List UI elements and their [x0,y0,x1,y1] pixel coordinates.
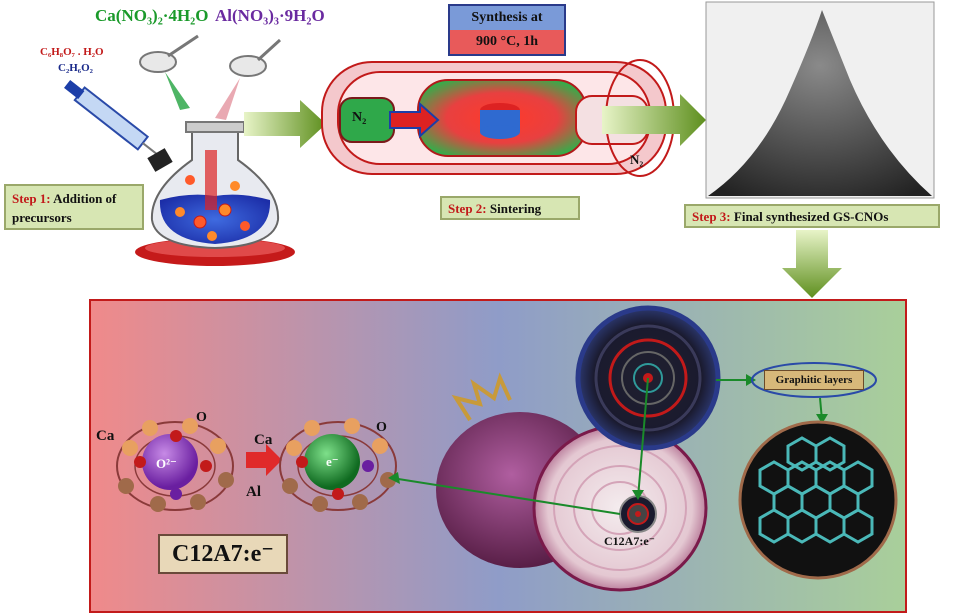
electron-label: e⁻ [326,454,339,469]
synthesis-line2: 900 °C, 1h [476,34,538,49]
step2-label: Step 2: Sintering [440,196,580,220]
graphitic-ellipse [751,362,877,398]
ca-label-right: Ca [254,432,273,448]
furnace-illustration [321,59,675,177]
oxide-ion-label: O²⁻ [156,456,177,471]
citric-acid-label: C₆H₈O₇ . H₂O [40,46,104,58]
c12a7-small-label: C12A7:e⁻ [604,534,655,548]
flow-arrow-1 [244,100,326,148]
nitrogen-inlet-label: N₂ [352,110,367,125]
step2-prefix: Step 2: [448,201,487,216]
transform-arrow [246,444,282,476]
flow-arrow-2 [602,94,706,146]
nitrogen-outlet-label: N₂ [630,152,644,167]
ca-nitrate-label: Ca(NO₃)₂·4H₂O [95,6,209,25]
step3-text: Final synthesized GS-CNOs [730,209,889,224]
al-label: Al [246,484,261,500]
step1-prefix: Step 1: [12,191,51,206]
powder-image [705,1,935,199]
o-label-left: O [196,410,207,425]
al-nitrate-label: Al(NO₃)₃·9H₂O [215,6,325,25]
ca-label-left: Ca [96,428,115,444]
step2-text: Sintering [486,201,542,216]
synthesis-line1: Synthesis at [471,10,543,25]
cage-structure-left [116,418,234,512]
synthesis-conditions-box: Synthesis at 900 °C, 1h [448,4,566,56]
step1-text: Addition of precursors [12,191,117,225]
flask-illustration [64,34,295,266]
step3-label: Step 3: Final synthesized GS-CNOs [684,204,940,228]
ethylene-glycol-label: C₂H₆O₂ [58,62,93,74]
step1-label: Step 1: Addition of precursors [4,184,144,230]
graphene-lattice [738,420,898,580]
step3-prefix: Step 3: [692,209,731,224]
small-onion-particle [619,495,657,533]
o-label-right: O [376,420,387,435]
flow-arrow-down [782,230,842,298]
onion-illustration [436,372,708,592]
graphitic-layers-label: Graphitic layers [764,370,864,390]
c12a7-label-box: C12A7:e⁻ [158,534,288,574]
